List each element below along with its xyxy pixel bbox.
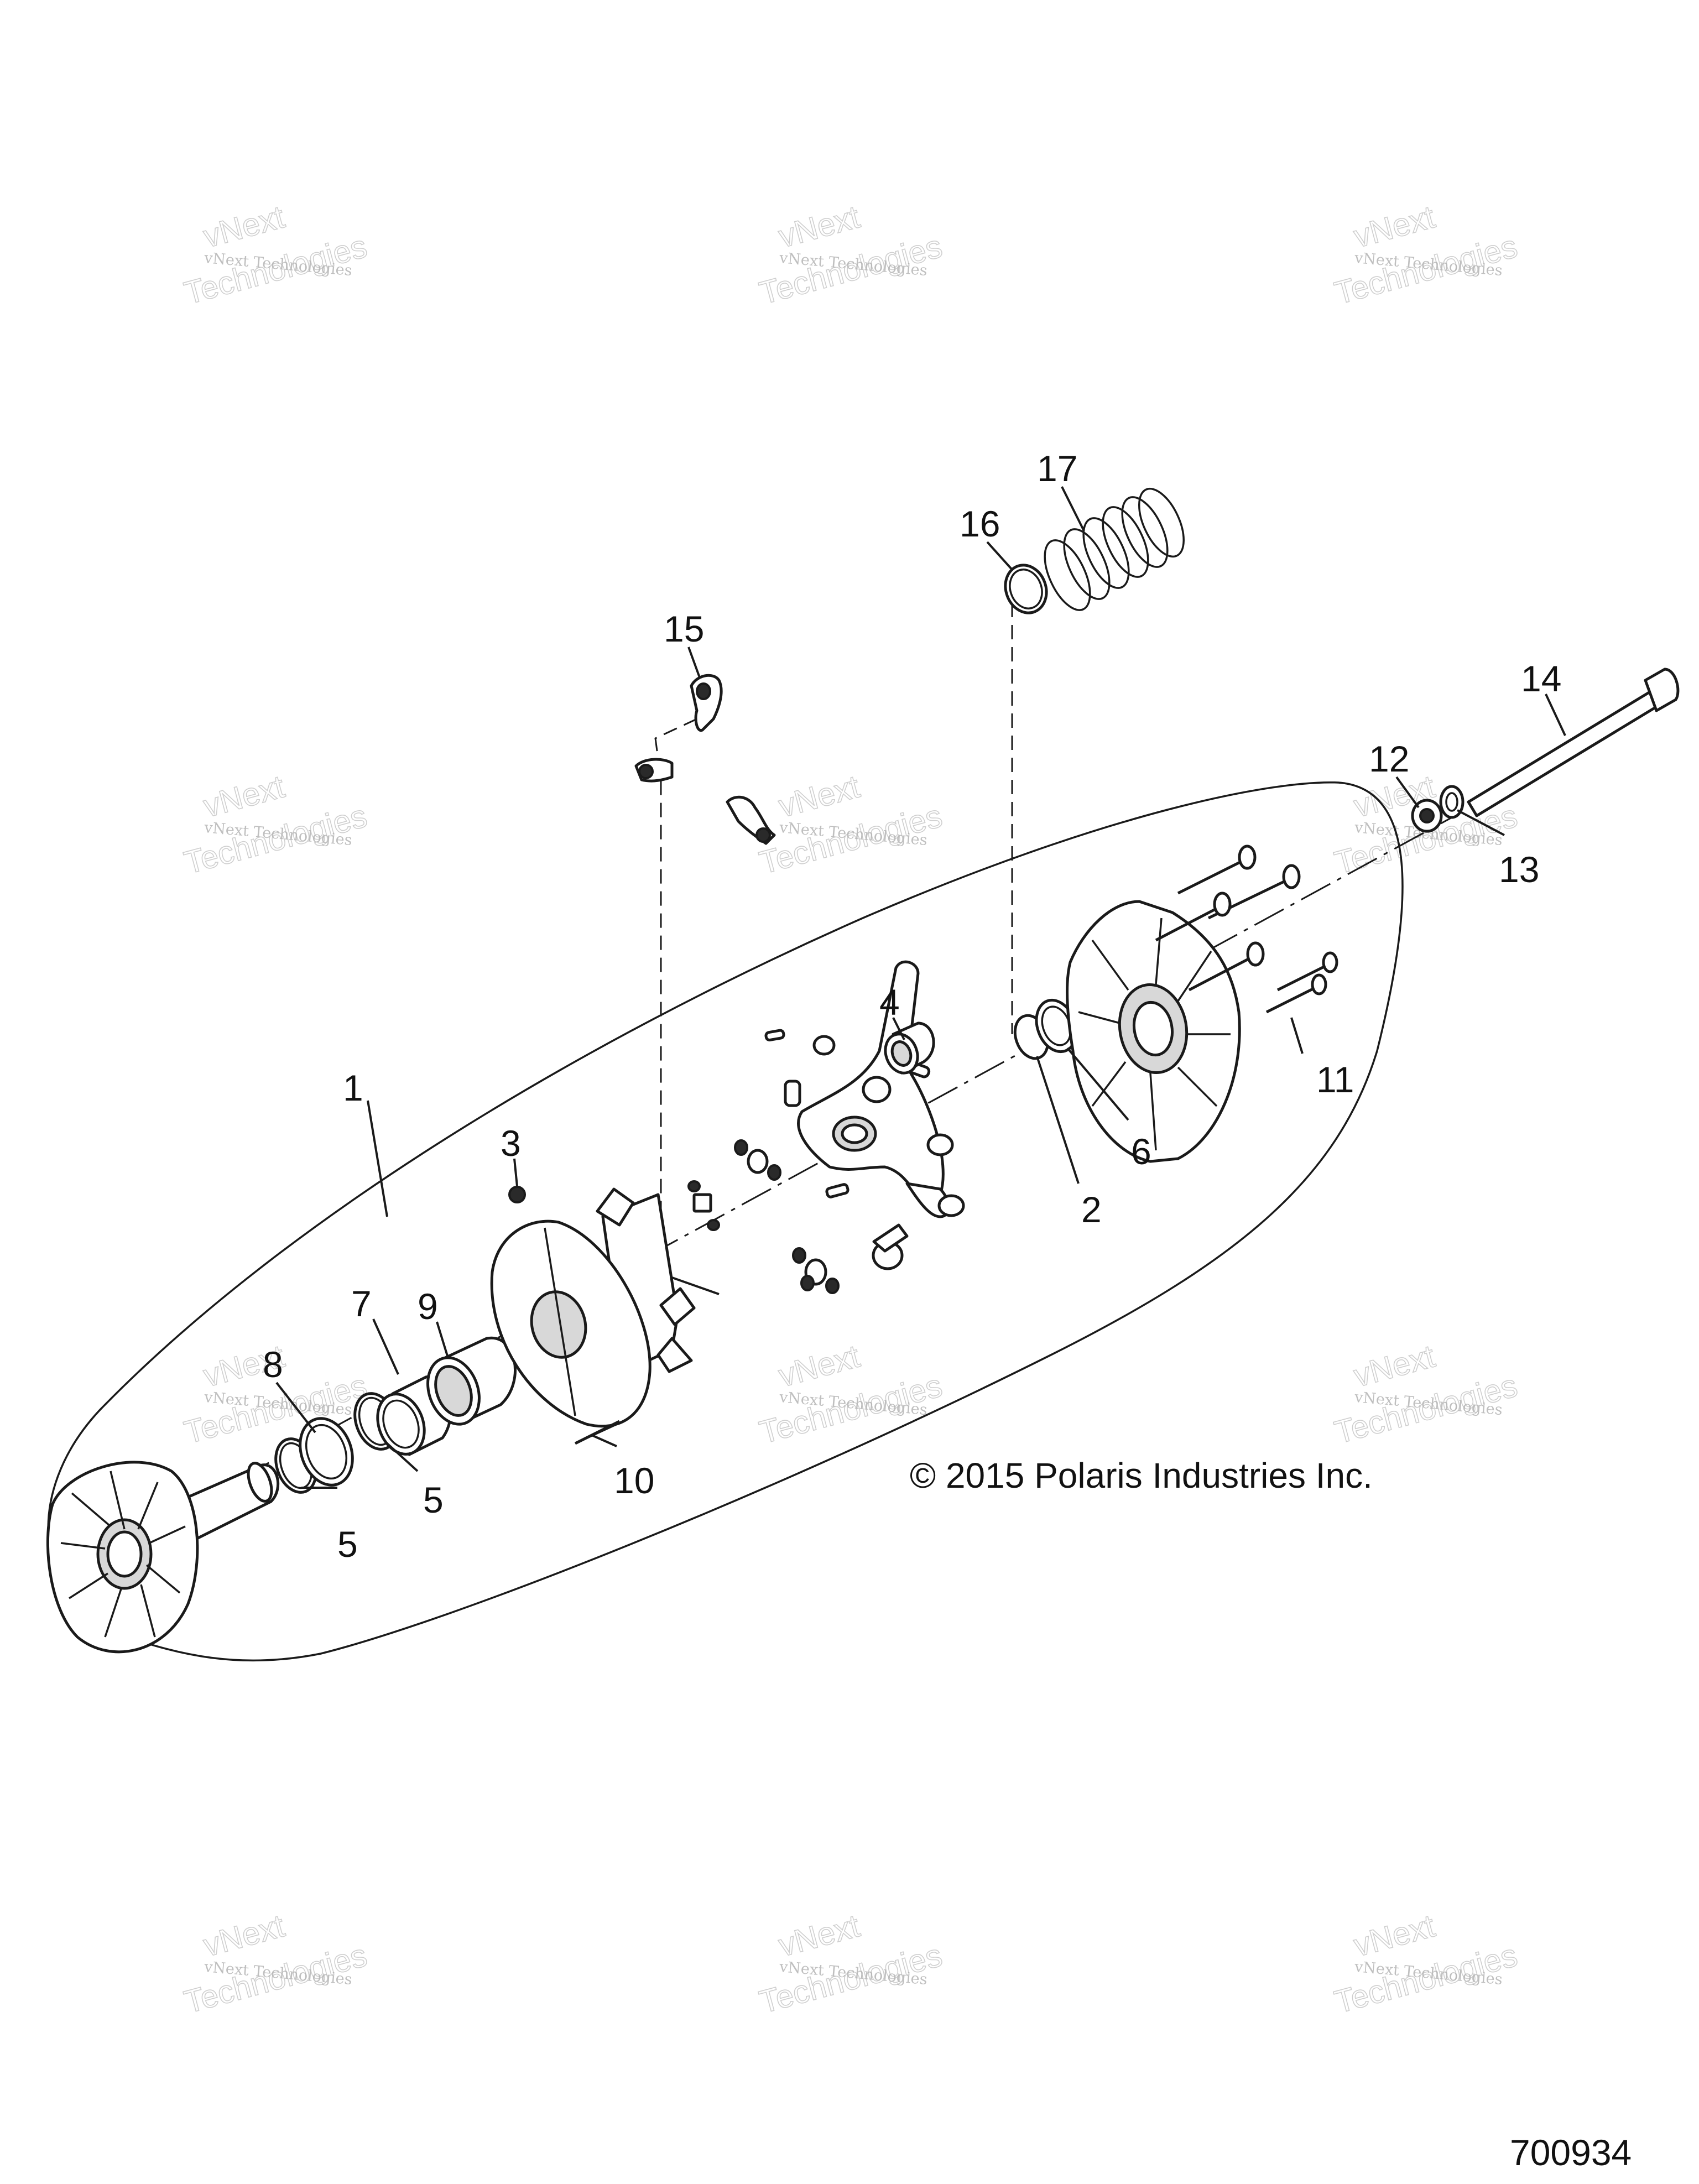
watermark: vNext Technologies vNext Technologies [755, 199, 946, 312]
callout-labels: 1 2 3 4 5 5 6 7 8 9 10 11 12 13 14 15 16… [263, 448, 1561, 1565]
watermark-script: vNext [775, 1338, 863, 1394]
callout-2: 2 [1081, 1189, 1102, 1230]
part-bolt-14 [1467, 668, 1680, 817]
callout-14: 14 [1521, 658, 1561, 699]
callout-6: 6 [1131, 1131, 1151, 1172]
callout-8: 8 [263, 1344, 283, 1385]
watermark-script: vNext [200, 199, 288, 254]
callout-5a: 5 [337, 1524, 358, 1565]
watermark-script: vNext [1350, 199, 1439, 254]
part-fixed-sheave [46, 1461, 280, 1654]
part-screws-11 [1155, 845, 1338, 1014]
callout-13: 13 [1499, 849, 1539, 890]
watermark-script: vNext [1350, 1907, 1439, 1963]
part-rollers [764, 1029, 965, 1270]
watermark: vNext Technologies vNext Technologies [180, 1907, 371, 2021]
part-nut-3 [508, 1186, 526, 1203]
part-cover [1066, 900, 1241, 1163]
part-orings [687, 1139, 840, 1294]
part-bushing-8 [299, 1417, 354, 1487]
watermark: vNext Technologies vNext Technologies [755, 768, 946, 882]
callout-5b: 5 [423, 1479, 444, 1520]
part-weights-15 [634, 674, 776, 845]
part-washer-13 [1439, 785, 1465, 819]
callout-12: 12 [1369, 738, 1409, 779]
watermark: vNext Technologies vNext Technologies [755, 1338, 946, 1451]
callout-17: 17 [1037, 448, 1077, 489]
figure-number: 700934 [1510, 2132, 1632, 2173]
watermark-script: vNext [775, 199, 863, 254]
watermark-script: vNext [200, 1907, 288, 1963]
part-ring-16 [1004, 564, 1048, 614]
callout-3: 3 [501, 1123, 521, 1164]
copyright-notice: © 2015 Polaris Industries Inc. [910, 1456, 1373, 1495]
watermark: vNext Technologies vNext Technologies [1331, 1338, 1521, 1451]
watermark-script: vNext [200, 768, 288, 824]
part-spring-17 [1044, 487, 1185, 611]
callout-4: 4 [879, 982, 900, 1023]
leader-lines [275, 486, 1566, 1489]
part-bushing-9 [426, 1336, 517, 1426]
callout-7: 7 [351, 1283, 372, 1324]
callout-11: 11 [1316, 1059, 1354, 1100]
callout-10: 10 [614, 1460, 654, 1501]
part-bushing-4 [884, 1021, 935, 1075]
assembly-outline [47, 781, 1404, 1662]
part-moveable-sheave [490, 1187, 720, 1428]
watermark-script: vNext [1350, 1338, 1439, 1394]
callout-1: 1 [343, 1067, 363, 1108]
watermark-script: vNext [775, 768, 863, 824]
watermark: vNext Technologies vNext Technologies [1331, 1907, 1521, 2021]
watermark: vNext Technologies vNext Technologies [180, 199, 371, 312]
watermark: vNext Technologies vNext Technologies [1331, 199, 1521, 312]
part-nut-12 [1411, 799, 1443, 833]
callout-15: 15 [664, 608, 704, 649]
callout-16: 16 [960, 503, 1000, 544]
watermark: vNext Technologies vNext Technologies [755, 1907, 946, 2021]
assembly-line-weights [654, 718, 697, 1233]
watermark-script: vNext [775, 1907, 863, 1963]
part-pin-10 [574, 1420, 621, 1445]
watermark: vNext Technologies vNext Technologies [180, 768, 371, 882]
callout-9: 9 [418, 1286, 438, 1327]
